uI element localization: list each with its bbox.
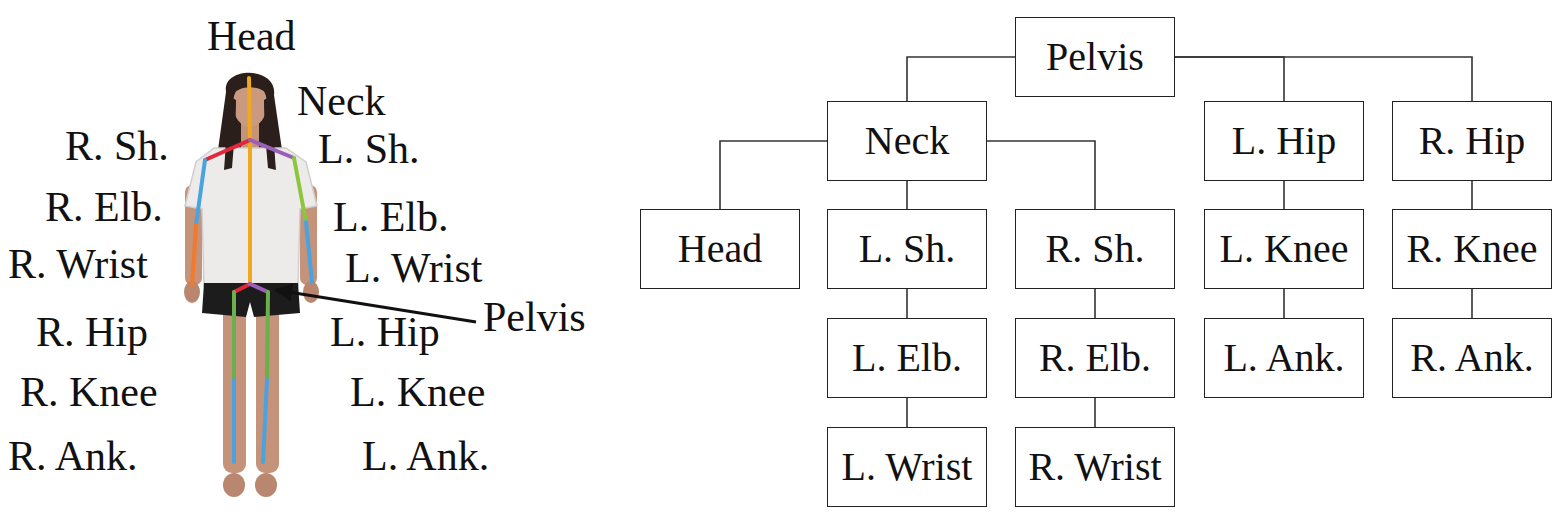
tree-connector bbox=[1471, 289, 1473, 318]
bone bbox=[306, 222, 312, 282]
foot bbox=[223, 473, 245, 497]
hair bbox=[264, 97, 276, 170]
hair bbox=[224, 97, 236, 170]
skeleton bbox=[192, 78, 312, 462]
joint-box: L. Knee bbox=[1204, 209, 1364, 289]
joint-box: R. Sh. bbox=[1015, 209, 1175, 289]
bone bbox=[250, 284, 268, 292]
tree-connector bbox=[1283, 181, 1285, 209]
joint-label: L. Elb. bbox=[333, 196, 448, 238]
tree-connector bbox=[906, 181, 908, 209]
joint-label: R. Wrist bbox=[8, 243, 148, 285]
joint-box: Pelvis bbox=[1015, 17, 1175, 97]
bone bbox=[205, 140, 250, 160]
joint-name: R. Sh. bbox=[1046, 227, 1145, 271]
bone bbox=[263, 380, 267, 462]
tree-connector bbox=[1471, 181, 1473, 209]
shorts bbox=[202, 283, 300, 317]
bone bbox=[196, 160, 205, 225]
joint-label: L. Ank. bbox=[362, 435, 489, 477]
joint-box: R. Ank. bbox=[1392, 318, 1552, 398]
joint-label: R. Sh. bbox=[65, 125, 169, 167]
joint-name: R. Elb. bbox=[1039, 336, 1151, 380]
joint-box: R. Wrist bbox=[1015, 427, 1175, 507]
hand bbox=[303, 281, 319, 303]
joint-name: L. Elb. bbox=[852, 336, 962, 380]
bone bbox=[250, 140, 294, 158]
joint-box: Neck bbox=[827, 101, 987, 181]
bone bbox=[249, 78, 250, 284]
joint-name: L. Knee bbox=[1220, 227, 1349, 271]
joint-name: R. Hip bbox=[1419, 119, 1526, 163]
bone bbox=[294, 158, 306, 222]
joint-name: L. Ank. bbox=[1223, 336, 1344, 380]
bone bbox=[192, 225, 196, 285]
joint-label: L. Sh. bbox=[318, 128, 420, 170]
tree-connector bbox=[906, 398, 908, 427]
joint-box: L. Ank. bbox=[1204, 318, 1364, 398]
joint-name: R. Knee bbox=[1406, 227, 1537, 271]
joint-label: Head bbox=[207, 15, 296, 57]
tree-connector bbox=[987, 141, 1095, 209]
tree-connector bbox=[1283, 289, 1285, 318]
tree-connector bbox=[1175, 57, 1472, 101]
tree-connector bbox=[1094, 289, 1096, 318]
joint-name: Neck bbox=[865, 119, 949, 163]
tree-connector bbox=[720, 141, 827, 209]
joint-label: R. Elb. bbox=[45, 186, 163, 228]
tree-connector bbox=[906, 289, 908, 318]
joint-name: L. Sh. bbox=[859, 227, 956, 271]
bone bbox=[234, 284, 250, 292]
joint-name: L. Wrist bbox=[842, 445, 973, 489]
joint-box: R. Hip bbox=[1392, 101, 1552, 181]
tree-connector bbox=[907, 57, 1015, 101]
tree-connector bbox=[1094, 398, 1096, 427]
joint-label: R. Hip bbox=[36, 311, 148, 353]
joint-box: R. Knee bbox=[1392, 209, 1552, 289]
tree-connector bbox=[1175, 57, 1284, 101]
foot bbox=[255, 473, 277, 497]
joint-name: R. Ank. bbox=[1410, 336, 1533, 380]
joint-label: L. Hip bbox=[330, 311, 440, 353]
joint-name: L. Hip bbox=[1232, 119, 1336, 163]
joint-label: L. Wrist bbox=[345, 247, 483, 289]
joint-label: R. Ank. bbox=[8, 435, 138, 477]
joint-box: Head bbox=[640, 209, 800, 289]
joint-box: L. Wrist bbox=[827, 427, 987, 507]
joint-label: R. Knee bbox=[20, 371, 158, 413]
joint-label: Neck bbox=[297, 80, 386, 122]
joint-box: L. Hip bbox=[1204, 101, 1364, 181]
joint-box: R. Elb. bbox=[1015, 318, 1175, 398]
bone bbox=[232, 292, 236, 380]
bone bbox=[232, 380, 236, 462]
joint-label: Pelvis bbox=[483, 296, 586, 338]
joint-name: Head bbox=[678, 227, 762, 271]
bone bbox=[267, 292, 268, 380]
joint-box: L. Elb. bbox=[827, 318, 987, 398]
joint-name: R. Wrist bbox=[1028, 445, 1161, 489]
joint-box: L. Sh. bbox=[827, 209, 987, 289]
joint-label: L. Knee bbox=[350, 371, 485, 413]
joint-name: Pelvis bbox=[1046, 35, 1144, 79]
